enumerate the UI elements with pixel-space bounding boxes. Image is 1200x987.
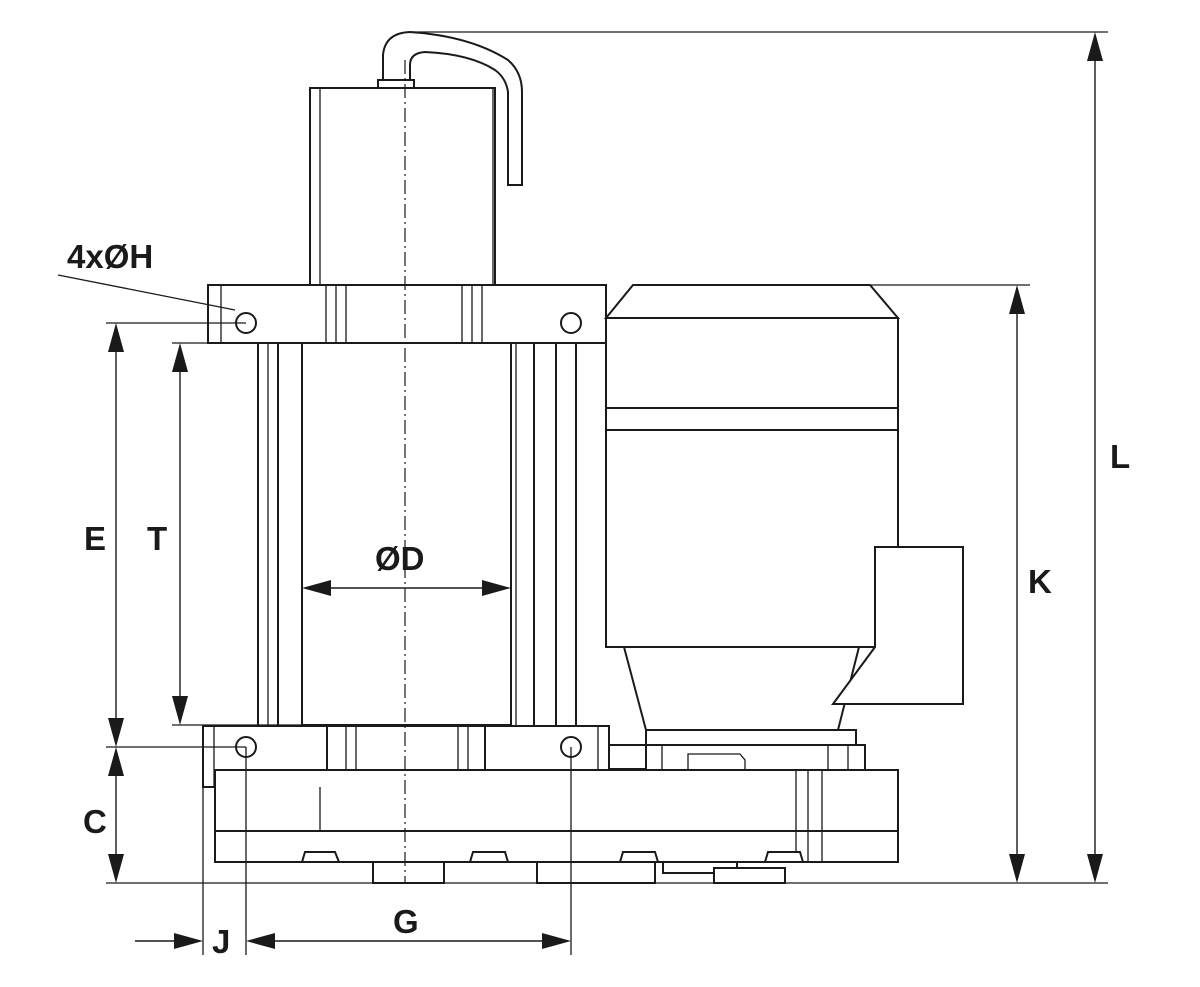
base-frame xyxy=(214,769,899,884)
mounting-hole-top-right xyxy=(560,312,582,334)
dim-label-K: K xyxy=(1028,563,1052,600)
extension-lines xyxy=(57,274,1108,955)
holes-label: 4xØH xyxy=(67,238,153,275)
dimension-L xyxy=(1087,32,1103,883)
upper-motor-housing xyxy=(309,87,496,286)
side-motor xyxy=(603,284,964,771)
dim-label-C: C xyxy=(83,803,107,840)
dimension-D xyxy=(302,580,511,596)
dimension-C xyxy=(108,747,124,883)
top-flange xyxy=(207,284,607,344)
cylinder-body xyxy=(301,342,517,726)
dimension-K xyxy=(1009,285,1025,883)
dim-label-L: L xyxy=(1110,438,1130,475)
dimension-T xyxy=(172,343,188,725)
tie-rods xyxy=(257,342,577,727)
dimension-E xyxy=(108,323,124,747)
dimension-J xyxy=(135,933,203,949)
dim-label-J: J xyxy=(212,923,230,960)
dimension-G xyxy=(246,933,571,949)
diameter-label: ØD xyxy=(375,540,425,577)
dim-label-G: G xyxy=(393,903,419,940)
dim-label-E: E xyxy=(84,520,106,557)
cable-entry xyxy=(377,30,1108,186)
dim-label-T: T xyxy=(147,520,167,557)
